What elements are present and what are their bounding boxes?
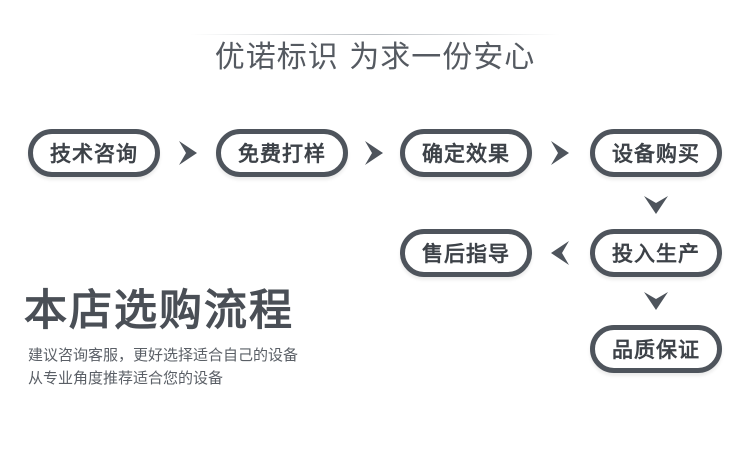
step-confirm-effect: 确定效果 [400,129,532,177]
chevron-down-icon [641,190,671,220]
chevron-right-icon [173,138,203,168]
step-technical-consulting: 技术咨询 [28,129,160,177]
step-equipment-purchase: 设备购买 [590,129,722,177]
process-title: 本店选购流程 [24,286,294,336]
chevron-right-icon [359,138,389,168]
step-quality-assurance: 品质保证 [590,325,722,373]
title-divider [190,34,560,35]
chevron-left-icon [545,238,575,268]
step-free-sample: 免费打样 [216,129,348,177]
page-title: 优诺标识 为求一份安心 [214,40,536,75]
step-after-sales-guidance: 售后指导 [400,229,532,277]
process-description-line2: 从专业角度推荐适合您的设备 [28,369,224,387]
chevron-right-icon [545,138,575,168]
step-start-production: 投入生产 [590,229,722,277]
process-description-line1: 建议咨询客服，更好选择适合自己的设备 [28,346,299,364]
chevron-down-icon [641,286,671,316]
